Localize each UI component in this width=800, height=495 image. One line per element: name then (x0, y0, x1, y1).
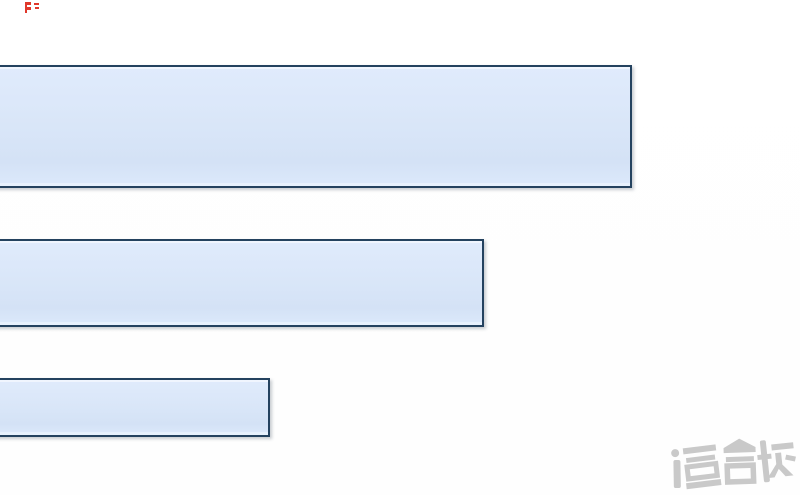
bar-row-1 (0, 65, 632, 188)
watermark-logo (671, 438, 796, 490)
bar-row-2 (0, 239, 484, 327)
red-mark-glyph (25, 2, 39, 13)
bar-row-3 (0, 378, 270, 437)
